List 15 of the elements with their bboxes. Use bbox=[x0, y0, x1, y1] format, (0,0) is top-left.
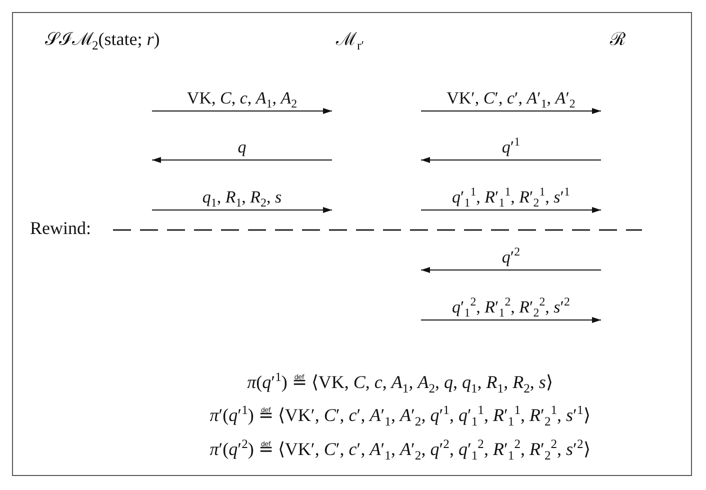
message-label: q′$_{1}$$^{1}$, R′$_{1}$$^{1}$, R′$_{2}$$^{1}$, s′$^{1}$ bbox=[452, 188, 570, 207]
equation: π′(q′$^{2}$) ≝ ⟨VK′, C′, c′, A′$_{1}$, A′$_{2}$, q′$^{2}$, q′$_{1}$$^{2}$, R′$_{1}$$^{2}$, R′$_{2}$$^{2}$, s′$^{2}$⟩ bbox=[210, 440, 590, 460]
message-label: q′$_{1}$$^{2}$, R′$_{1}$$^{2}$, R′$_{2}$$^{2}$, s′$^{2}$ bbox=[452, 298, 570, 317]
party-label: 𝒮ℐℳ$_{2}$(state; r) bbox=[45, 30, 160, 50]
party-label: ℛ bbox=[610, 30, 626, 50]
rewind-label: Rewind: bbox=[30, 219, 91, 239]
message-label: q$_{1}$, R$_{1}$, R$_{2}$, s bbox=[202, 188, 282, 207]
message-label: VK′, C′, c′, A′$_{1}$, A′$_{2}$ bbox=[446, 89, 576, 108]
party-label: ℳ$_{r′}$ bbox=[336, 30, 364, 50]
message-label: q bbox=[238, 138, 246, 157]
message-label: VK, C, c, A$_{1}$, A$_{2}$ bbox=[186, 89, 298, 108]
message-label: q′$^{1}$ bbox=[502, 138, 520, 157]
message-label: q′$^{2}$ bbox=[502, 248, 520, 267]
equation: π(q′$^{1}$) ≝ ⟨VK, C, c, A$_{1}$, A$_{2}$, q, q$_{1}$, R$_{1}$, R$_{2}$, s⟩ bbox=[247, 373, 553, 393]
equation: π′(q′$^{1}$) ≝ ⟨VK′, C′, c′, A′$_{1}$, A′$_{2}$, q′$^{1}$, q′$_{1}$$^{1}$, R′$_{1}$$^{1}$, R′$_{2}$$^{1}$, s′$^{1}$⟩ bbox=[210, 406, 590, 426]
